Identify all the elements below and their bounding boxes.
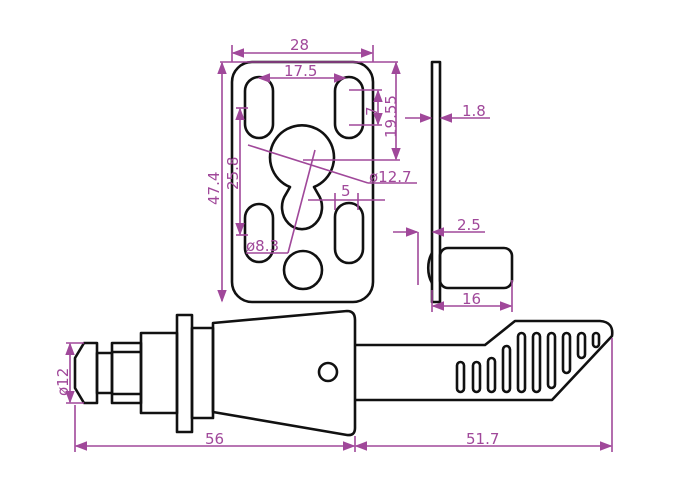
dim-plate-thickness: 1.8	[462, 102, 486, 120]
dim-body-length: 56	[205, 430, 224, 448]
dim-plate-width: 28	[290, 36, 309, 54]
plate-side-view	[426, 60, 514, 304]
dim-plate-height: 47.4	[205, 172, 223, 205]
dim-slot-offset: 7	[363, 106, 381, 116]
dim-small-hole-dia: ø8.3	[246, 237, 279, 255]
dim-slot-spacing: 17.5	[284, 62, 317, 80]
lock-body-view	[73, 309, 614, 437]
plate-front-view	[230, 60, 375, 304]
dim-key-hole-dia: ø12.7	[369, 168, 412, 186]
dim-slot-width: 5	[341, 182, 351, 200]
dim-knob-dia: ø12	[54, 368, 72, 396]
dim-handle-length: 51.7	[466, 430, 499, 448]
handle-ribs	[455, 331, 601, 394]
dim-boss-offset: 2.5	[457, 216, 481, 234]
dim-hole-height: 19.55	[382, 95, 400, 138]
dim-slot-vertical: 25.8	[224, 157, 242, 190]
dim-boss-length: 16	[462, 290, 481, 308]
dimensions: 28 17.5 7 19.55 47.4 25.8 ø12.7 5 ø8.3 1…	[54, 36, 613, 452]
